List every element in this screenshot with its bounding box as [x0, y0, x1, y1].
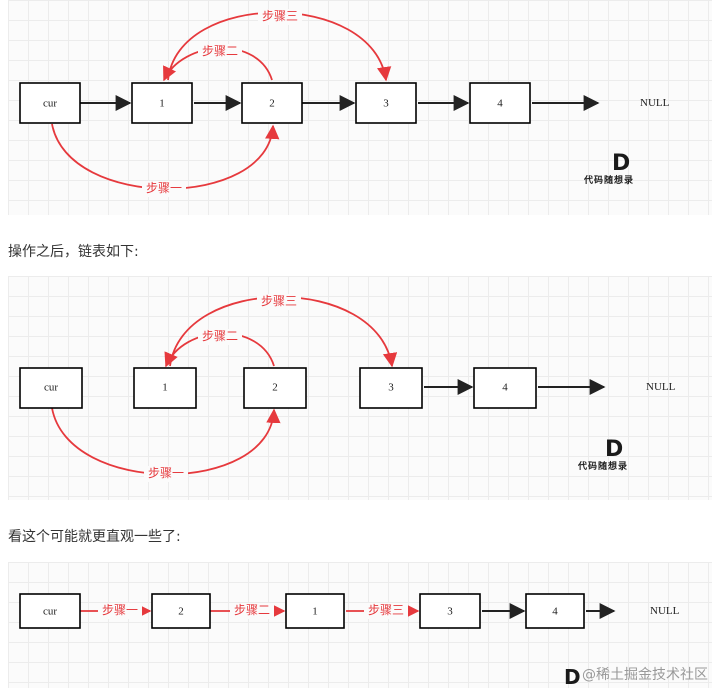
svg-text:2: 2 — [269, 98, 275, 110]
svg-text:4: 4 — [497, 98, 503, 110]
svg-text:3: 3 — [383, 98, 389, 110]
node-3: 3 — [419, 593, 481, 629]
node-cur: cur — [19, 367, 83, 409]
node-cur: cur — [19, 82, 81, 124]
step-three-label: 步骤三 — [262, 9, 298, 23]
svg-text:2: 2 — [272, 382, 278, 394]
node-1: 1 — [133, 367, 197, 409]
step-two-label: 步骤二 — [202, 44, 238, 58]
logo-text: 代码随想录 — [577, 460, 628, 472]
diagram-1: 步骤三 步骤二 步骤一 cur 1 2 3 4 NULL D 代码随想录 — [8, 0, 712, 215]
svg-text:3: 3 — [447, 606, 453, 618]
svg-text:1: 1 — [159, 98, 165, 110]
logo-letter: D — [564, 665, 581, 688]
logo-text: 代码随想录 — [583, 174, 634, 186]
null-label: NULL — [650, 605, 680, 617]
svg-text:cur: cur — [43, 98, 57, 110]
node-4: 4 — [525, 593, 585, 629]
svg-text:1: 1 — [312, 606, 318, 618]
svg-text:cur: cur — [43, 606, 57, 618]
step-one-arrow — [51, 123, 280, 190]
node-2: 2 — [151, 593, 211, 629]
node-2: 2 — [241, 82, 303, 124]
node-4: 4 — [473, 367, 537, 409]
step-three-label: 步骤三 — [368, 603, 404, 617]
caption-clearer: 看这个可能就更直观一些了: — [8, 529, 181, 545]
diagram-1-svg: 步骤三 步骤二 步骤一 cur 1 2 3 4 NULL D 代码随想录 — [19, 9, 670, 197]
node-3: 3 — [359, 367, 423, 409]
step-one-arrow — [51, 407, 281, 476]
null-label: NULL — [640, 97, 670, 109]
step-one-label: 步骤一 — [148, 466, 184, 480]
node-3: 3 — [355, 82, 417, 124]
svg-text:4: 4 — [552, 606, 558, 618]
logo-letter: D — [612, 151, 630, 176]
diagram-2: 步骤三 步骤二 步骤一 cur 1 2 3 4 NULL D 代码随想录 — [8, 276, 712, 500]
step-three-label: 步骤三 — [261, 294, 297, 308]
diagram-3-svg: 步骤一 步骤二 步骤三 cur 2 1 3 4 NULL D — [19, 593, 680, 689]
logo: D 代码随想录 — [577, 437, 628, 472]
step-two-label: 步骤二 — [234, 603, 270, 617]
svg-text:2: 2 — [178, 606, 184, 618]
svg-text:cur: cur — [44, 382, 58, 394]
step-two-label: 步骤二 — [202, 329, 238, 343]
step-one-label: 步骤一 — [146, 181, 182, 195]
caption-after: 操作之后，链表如下: — [8, 244, 139, 260]
node-1: 1 — [285, 593, 345, 629]
svg-text:1: 1 — [162, 382, 168, 394]
node-cur: cur — [19, 593, 81, 629]
step-one-label: 步骤一 — [102, 603, 138, 617]
svg-text:4: 4 — [502, 382, 508, 394]
logo-letter: D — [605, 437, 623, 462]
node-2: 2 — [243, 367, 307, 409]
svg-text:3: 3 — [388, 382, 394, 394]
node-1: 1 — [131, 82, 193, 124]
logo: D 代码随想录 — [583, 151, 634, 186]
diagram-3: 步骤一 步骤二 步骤三 cur 2 1 3 4 NULL D — [8, 562, 712, 689]
diagram-2-svg: 步骤三 步骤二 步骤一 cur 1 2 3 4 NULL D 代码随想录 — [19, 294, 676, 482]
null-label: NULL — [646, 381, 676, 393]
node-4: 4 — [469, 82, 531, 124]
watermark: @稀土掘金技术社区 — [582, 667, 708, 683]
